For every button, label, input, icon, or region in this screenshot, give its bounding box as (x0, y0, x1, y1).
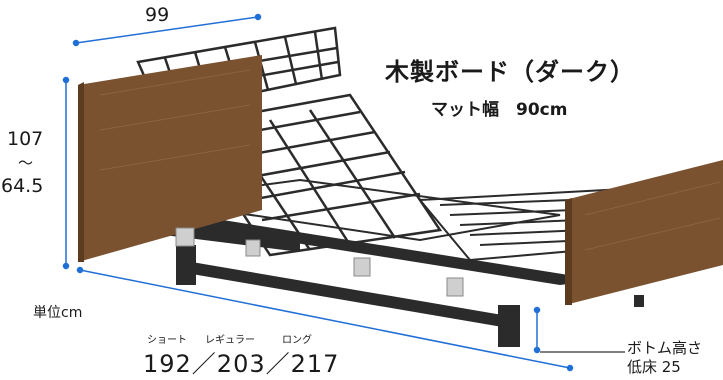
product-title: 木製ボード（ダーク） (385, 58, 635, 86)
length-type-regular: レギュラー (205, 335, 255, 346)
mattress-width-label: マット幅 90cm (431, 100, 568, 120)
length-type-short: ショート (147, 335, 187, 346)
length-dimension-line (79, 269, 571, 369)
length-values: 192／203／217 (143, 350, 340, 378)
headboard (78, 55, 262, 262)
bottom-height-label: ボトム高さ (627, 339, 703, 357)
width-dimension-label: 99 (145, 4, 170, 26)
leg-covers (175, 227, 464, 297)
width-dimension-line (75, 16, 259, 44)
low-floor-label: 低床 25 (627, 358, 681, 376)
length-type-long: ロング (282, 335, 312, 346)
height-range-tilde: 〜 (18, 154, 34, 172)
height-max-label: 107 (7, 128, 44, 150)
height-min-label: 64.5 (1, 175, 44, 197)
dimension-lines (62, 13, 625, 372)
unit-label: 単位cm (33, 305, 83, 321)
footboard (565, 160, 723, 307)
